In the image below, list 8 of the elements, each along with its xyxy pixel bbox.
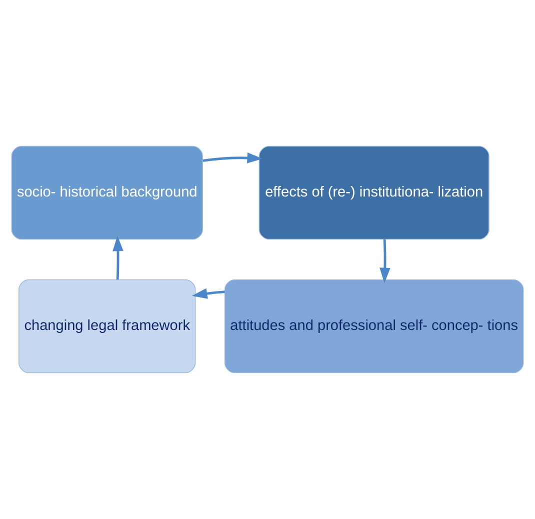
node-box: effects of (re-) institutiona- lization [258,146,490,240]
node-box: changing legal framework [18,279,196,374]
arrow [192,288,225,299]
arrow [112,236,124,280]
arrow [380,239,390,284]
node-box: attitudes and professional self- concep- tions [224,279,524,374]
node-box: socio- historical background [11,146,203,240]
arrow [202,152,263,164]
